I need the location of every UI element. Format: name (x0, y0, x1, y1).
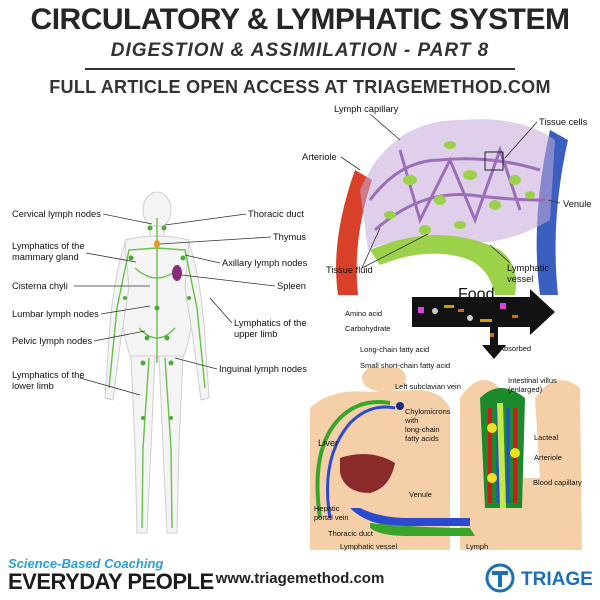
absorption-circulation-illustration (310, 368, 582, 550)
label-liver: Liver (318, 438, 339, 448)
label-cervical-lymph-nodes: Cervical lymph nodes (12, 209, 101, 219)
label-thymus: Thymus (273, 232, 307, 242)
label-upper-limb-lymphatics: Lymphatics of the upper limb (234, 318, 307, 339)
page-subtitle: DIGESTION & ASSIMILATION - PART 8 (110, 40, 490, 61)
label-lacteal: Lacteal (534, 433, 559, 442)
article-access-link[interactable]: FULL ARTICLE OPEN ACCESS AT TRIAGEMETHOD… (49, 77, 551, 97)
label-venule-villus: Venule (409, 490, 432, 499)
label-absorbed: Absorbed (499, 344, 532, 353)
brand-everyday-people-logo: EVERYDAY PEOPLE (8, 569, 214, 594)
label-tissue-cells: Tissue cells (539, 117, 588, 127)
label-lymph: Lymph (466, 542, 489, 551)
label-tissue-fluid: Tissue fluid (326, 265, 373, 275)
page-title: CIRCULATORY & LYMPHATIC SYSTEM (30, 3, 570, 36)
capillary-bed-illustration (336, 119, 568, 295)
label-short-chain: Small short-chain fatty acid (360, 361, 451, 370)
food-absorption-arrow (412, 289, 555, 359)
divider (85, 68, 515, 70)
label-food: Food (458, 286, 495, 303)
label-pelvic-lymph-nodes: Pelvic lymph nodes (12, 336, 93, 346)
label-long-chain: Long-chain fatty acid (360, 345, 430, 354)
label-venule: Venule (563, 199, 592, 209)
label-thoracic-duct: Thoracic duct (248, 209, 304, 219)
label-hepatic-portal-vein: Hepatic portal vein (314, 504, 349, 522)
label-lymph-capillary: Lymph capillary (334, 104, 399, 114)
label-cisterna-chyli: Cisterna chyli (12, 281, 68, 291)
label-left-subclavian-vein: Left subclavian vein (395, 382, 461, 391)
triage-logo-icon (485, 563, 515, 593)
footer-url-link[interactable]: www.triagemethod.com (215, 570, 385, 587)
label-lymphatic-vessel-2: Lymphatic vessel (340, 542, 398, 551)
label-thoracic-duct-2: Thoracic duct (328, 529, 374, 538)
label-mammary-lymphatics: Lymphatics of the mammary gland (12, 241, 85, 262)
label-lymphatic-vessel: Lymphatic vessel (507, 263, 550, 284)
triage-brand-text: TRIAGE (521, 569, 593, 590)
label-chylomicrons: Chylomicrons with long-chain fatty acids (405, 407, 451, 443)
label-amino-acid: Amino acid (345, 309, 383, 318)
label-arteriole-villus: Arteriole (534, 453, 562, 462)
label-spleen: Spleen (277, 281, 306, 291)
label-lower-limb-lymphatics: Lymphatics of the lower limb (12, 370, 85, 391)
label-arteriole: Arteriole (302, 152, 337, 162)
label-axillary-lymph-nodes: Axillary lymph nodes (222, 258, 308, 268)
label-inguinal-lymph-nodes: Inguinal lymph nodes (219, 364, 307, 374)
body-lymphatic-figure (104, 191, 210, 534)
label-carbohydrate: Carbohydrate (345, 324, 391, 333)
brand-tagline: Science-Based Coaching (8, 556, 164, 571)
label-intestinal-villus: Intestinal villus (enlarged) (508, 376, 557, 394)
label-lumbar-lymph-nodes: Lumbar lymph nodes (12, 309, 99, 319)
label-blood-capillary: Blood capillary (533, 478, 582, 487)
